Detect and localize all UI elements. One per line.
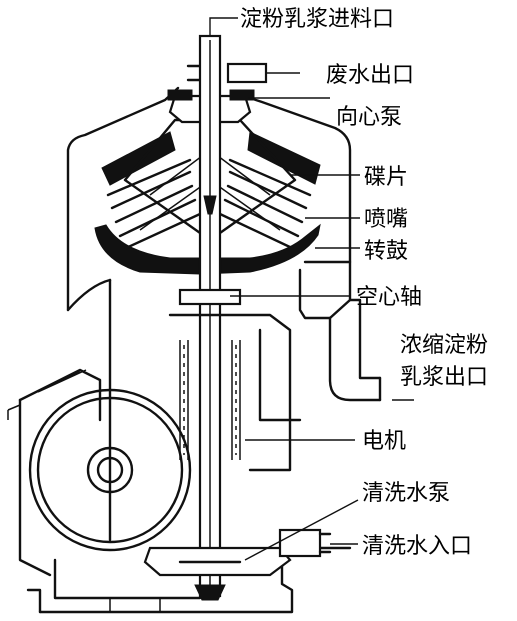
housing — [66, 86, 352, 542]
leader-lines — [209, 17, 414, 561]
motor — [7, 368, 192, 577]
gear-housing — [168, 313, 302, 472]
label-concentrate-outlet-line2: 乳浆出口 — [400, 365, 488, 390]
wash-water-inlet-pipe — [278, 528, 332, 558]
concentrate-outlet-pipe — [328, 298, 382, 402]
label-wash-water-pump: 清洗水泵 — [362, 481, 450, 506]
centrifuge-drawing — [7, 34, 382, 614]
label-discs: 碟片 — [364, 165, 408, 190]
labels: 淀粉乳浆进料口 废水出口 向心泵 碟片 喷嘴 转鼓 空心轴 浓缩淀粉 乳浆出口 … — [240, 7, 488, 559]
label-wash-water-inlet: 清洗水入口 — [362, 534, 472, 559]
label-rotor-drum: 转鼓 — [364, 239, 408, 264]
label-feed-inlet: 淀粉乳浆进料口 — [240, 7, 394, 32]
label-concentrate-outlet-line1: 浓缩淀粉 — [400, 333, 488, 358]
rotor-drum — [94, 131, 321, 275]
label-nozzles: 喷嘴 — [364, 207, 408, 232]
label-hollow-shaft: 空心轴 — [356, 285, 422, 310]
label-waste-water-outlet: 废水出口 — [326, 63, 414, 88]
label-centripetal-pump: 向心泵 — [336, 105, 402, 130]
wash-water-pump — [143, 546, 292, 601]
label-motor: 电机 — [362, 429, 406, 454]
